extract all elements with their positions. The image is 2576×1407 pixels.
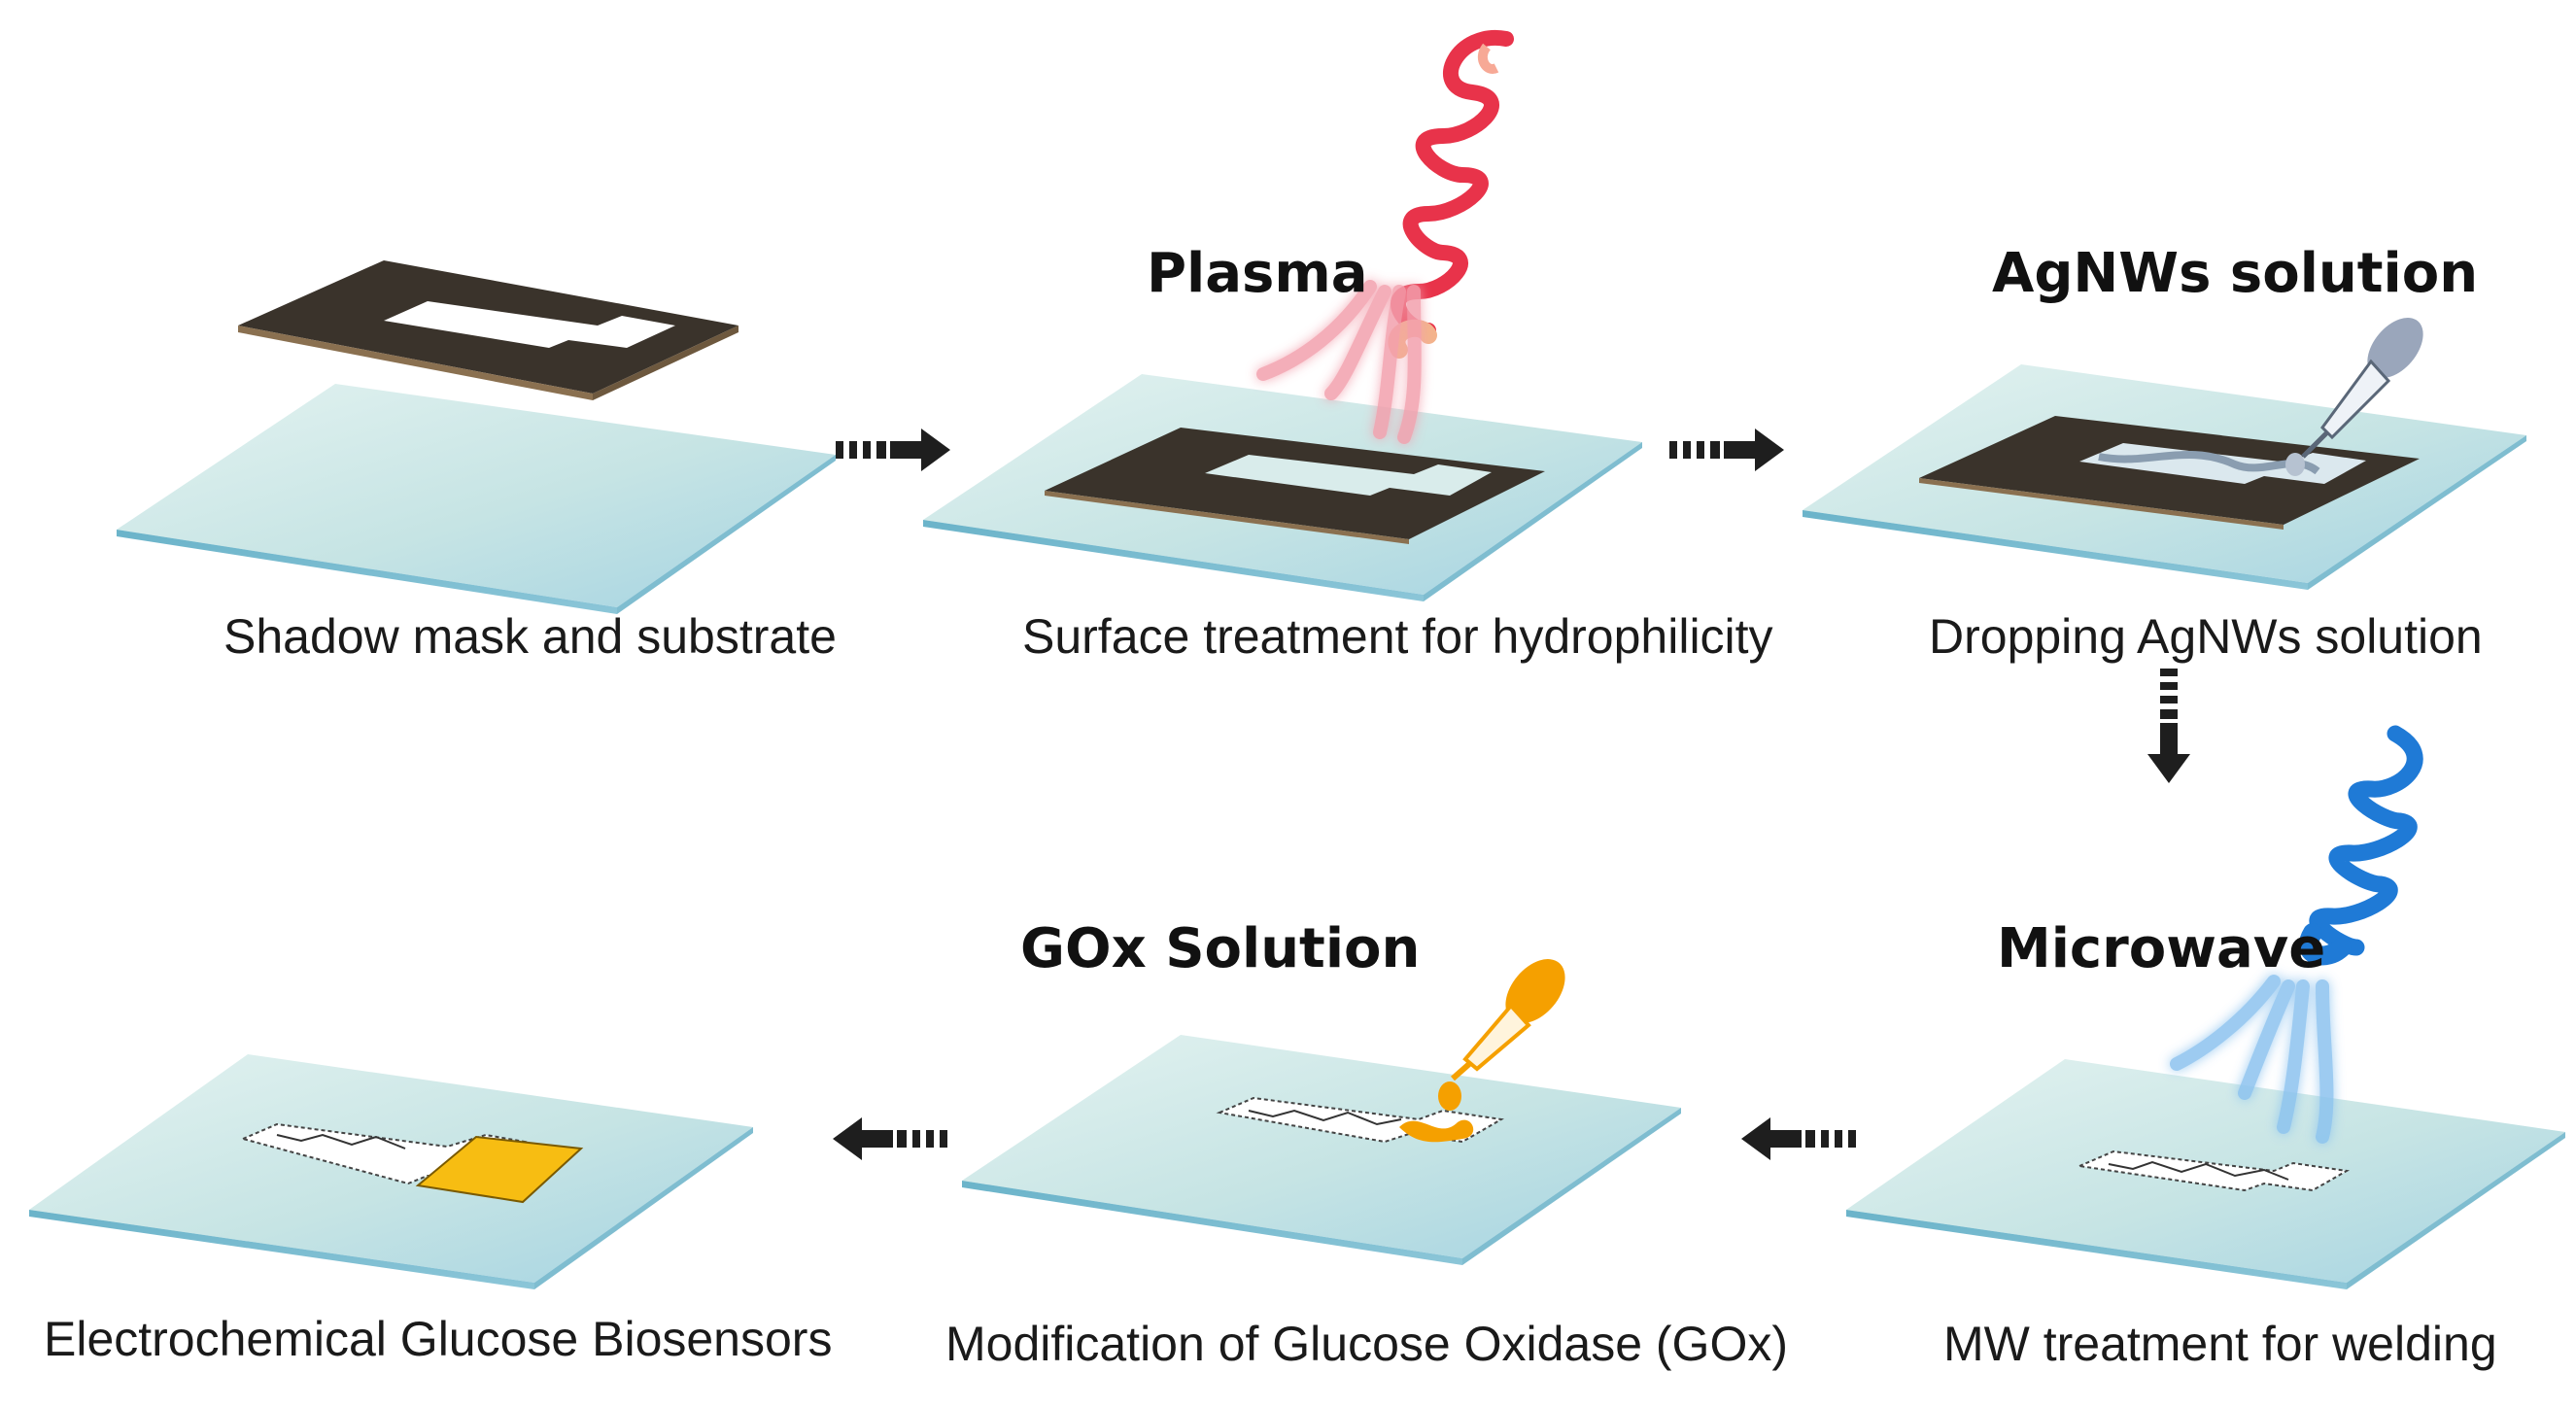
agnws-solution-label: AgNWs solution	[1992, 242, 2478, 305]
panel-agnws-drop: AgNWs solution	[1803, 242, 2526, 590]
gox-solution-label: GOx Solution	[1020, 917, 1420, 980]
panel-biosensor	[29, 1054, 753, 1289]
caption-step1: Shadow mask and substrate	[223, 609, 837, 664]
electrode-with-gox	[1216, 1096, 1504, 1144]
microwave-label: Microwave	[1997, 917, 2325, 980]
shadow-mask-on-substrate	[1045, 428, 1545, 544]
substrate-1	[117, 384, 836, 607]
flow-arrow-icon	[2147, 669, 2190, 783]
caption-step5: Modification of Glucose Oxidase (GOx)	[945, 1317, 1788, 1371]
plasma-label: Plasma	[1147, 242, 1368, 305]
shadow-mask	[238, 260, 738, 400]
microwave-coil-icon	[2299, 725, 2423, 966]
welded-nanowire-electrode	[2076, 1150, 2351, 1192]
flow-arrow-icon	[1741, 1117, 1856, 1160]
pipette-icon	[1438, 959, 1565, 1111]
gox-electrode-pad	[415, 1135, 584, 1204]
biosensor-electrode	[239, 1122, 584, 1204]
flow-arrow-icon	[836, 429, 950, 471]
substrate-5	[962, 1035, 1681, 1258]
flow-arrow-icon	[833, 1117, 947, 1160]
pipette-icon	[2285, 318, 2423, 476]
flow-arrow-icon	[1669, 429, 1784, 471]
panel-microwave: Microwave	[1846, 725, 2565, 1289]
panel-shadow-mask	[117, 260, 836, 614]
panel-plasma-treatment: Plasma	[923, 29, 1642, 601]
caption-step3: Dropping AgNWs solution	[1929, 609, 2483, 664]
plasma-beam	[1256, 280, 1422, 444]
caption-step2: Surface treatment for hydrophilicity	[1022, 609, 1773, 664]
microwave-beam	[2170, 975, 2334, 1144]
caption-step6: Electrochemical Glucose Biosensors	[44, 1312, 832, 1366]
caption-step4: MW treatment for welding	[1943, 1317, 2497, 1371]
panel-gox-modification: GOx Solution	[962, 917, 1681, 1265]
